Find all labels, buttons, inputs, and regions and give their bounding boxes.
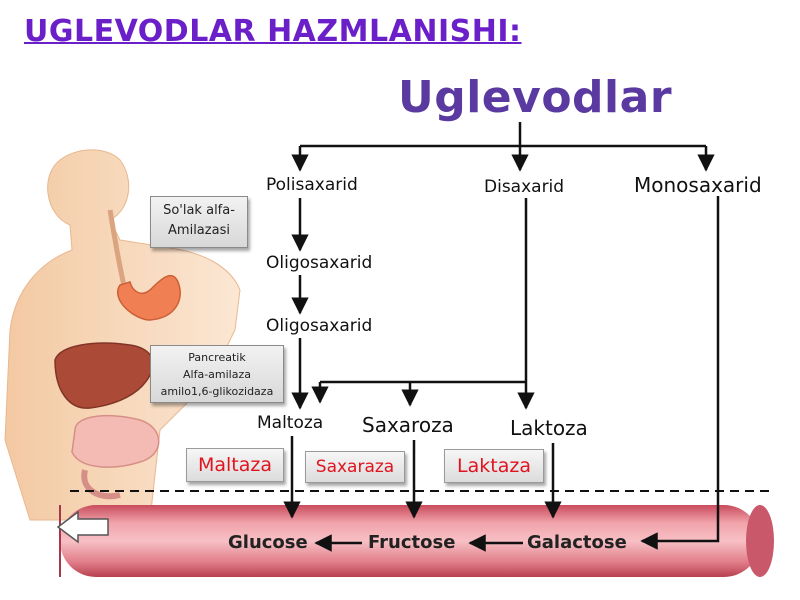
intestines <box>71 414 160 468</box>
node-oligosaxarid-2: Oligosaxarid <box>266 316 373 336</box>
main-heading: Uglevodlar <box>398 72 673 123</box>
enzyme-label: amilo1,6-glikozidaza <box>160 385 274 398</box>
node-oligosaxarid-1: Oligosaxarid <box>266 253 373 273</box>
enzyme-pancreatic-amylase: Pancreatik Alfa-amilaza amilo1,6-glikozi… <box>150 345 284 403</box>
enzyme-salivary-amylase: So'lak alfa- Amilazasi <box>150 196 248 248</box>
enzyme-maltaza: Maltaza <box>186 448 284 482</box>
product-glucose: Glucose <box>228 532 308 553</box>
stomach <box>117 274 181 321</box>
enzyme-saxaraza: Saxaraza <box>305 451 405 483</box>
blood-vessel <box>56 505 774 577</box>
node-maltoza: Maltoza <box>257 413 324 433</box>
enzyme-label: Amilazasi <box>168 223 230 238</box>
body-illustration <box>4 149 241 521</box>
enzyme-label: Alfa-amilaza <box>183 368 251 381</box>
node-laktoza: Laktoza <box>510 416 588 440</box>
node-polisaxarid: Polisaxarid <box>266 175 358 195</box>
enzyme-label: So'lak alfa- <box>163 203 235 218</box>
node-monosaxarid: Monosaxarid <box>634 173 762 197</box>
product-fructose: Fructose <box>368 532 456 553</box>
enzyme-laktaza: Laktaza <box>444 449 544 483</box>
page-title: UGLEVODLAR HAZMLANISHI: <box>24 14 522 49</box>
enzyme-label: Pancreatik <box>188 351 246 364</box>
flow-arrow <box>56 510 109 544</box>
product-galactose: Galactose <box>527 532 627 553</box>
node-saxaroza: Saxaroza <box>362 413 454 437</box>
flow-lines <box>283 122 720 552</box>
node-disaxarid: Disaxarid <box>484 177 565 197</box>
